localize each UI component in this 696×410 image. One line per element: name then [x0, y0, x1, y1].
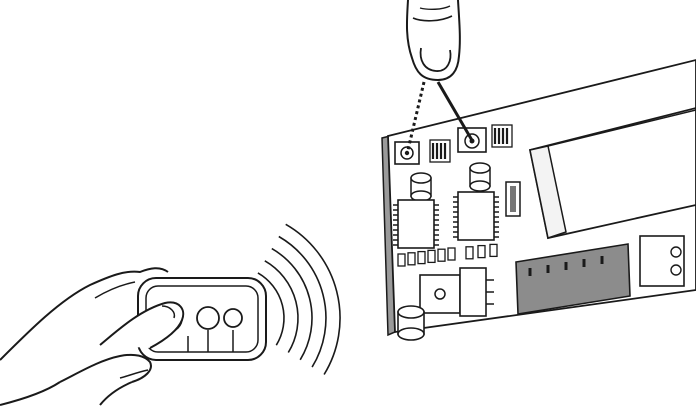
smd-component — [477, 244, 486, 259]
signal-wave — [271, 247, 313, 361]
capacitor-left — [410, 172, 432, 202]
screw-terminal — [639, 235, 685, 287]
hand-holding-remote-icon — [0, 267, 267, 406]
smd-component — [417, 250, 426, 265]
pin-header-left — [429, 139, 451, 163]
indicator-line-solid — [436, 81, 475, 143]
smd-component-row — [397, 243, 498, 267]
learn-button-left[interactable] — [394, 141, 420, 165]
smd-component — [437, 248, 446, 262]
smd-component — [407, 252, 416, 266]
thumb — [99, 301, 185, 349]
signal-wave — [257, 272, 285, 346]
remote-button-2[interactable] — [196, 306, 220, 330]
smd-component — [465, 246, 474, 260]
pin-header-right — [491, 124, 513, 148]
signal-wave — [264, 260, 299, 353]
terminal-block — [515, 243, 631, 315]
voltage-regulator — [419, 267, 494, 317]
pointing-finger-icon — [405, 0, 461, 82]
capacitor-large — [397, 305, 425, 341]
ic-chip-left — [393, 199, 439, 249]
circuit-board — [381, 59, 696, 341]
smd-component — [489, 243, 498, 258]
vertical-connector — [505, 181, 521, 217]
signal-wave — [285, 223, 341, 375]
relay-module — [528, 107, 696, 240]
remote-button-3[interactable] — [223, 308, 243, 328]
radio-signal-waves-icon — [257, 223, 341, 375]
smd-component — [447, 247, 456, 261]
smd-component — [427, 249, 436, 264]
capacitor-right — [469, 162, 491, 192]
smd-component — [397, 253, 406, 267]
ic-chip-right — [453, 191, 499, 241]
signal-wave — [278, 235, 327, 368]
